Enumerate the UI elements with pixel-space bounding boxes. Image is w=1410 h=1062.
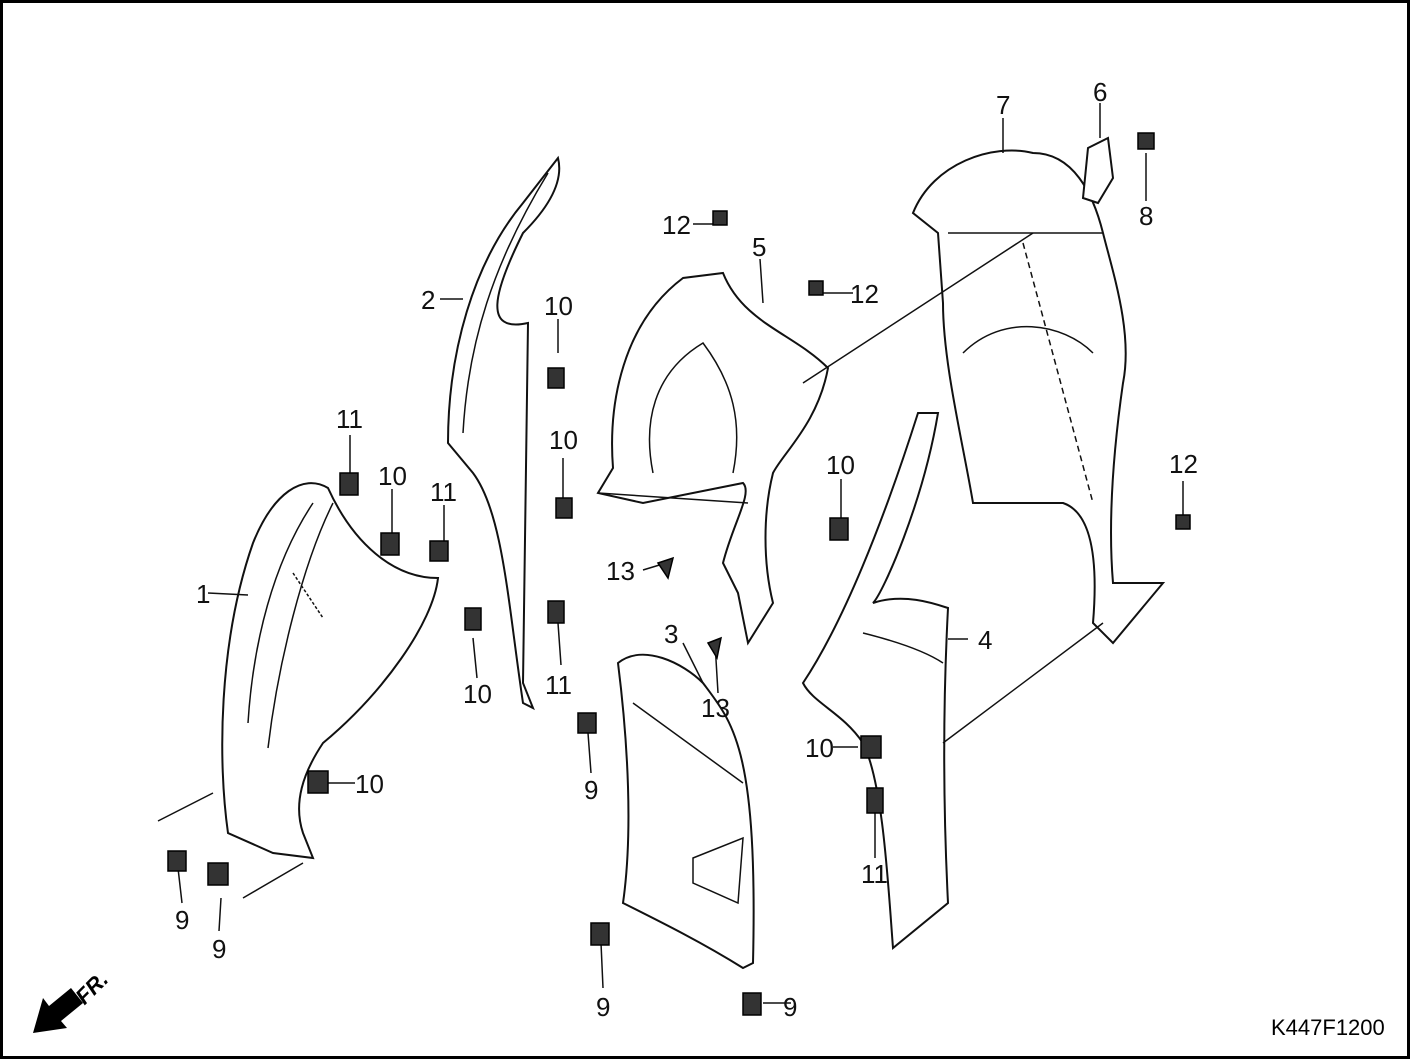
nut-10-icon: [547, 367, 565, 389]
callout-9: 9: [596, 992, 610, 1022]
part-6-bracket: [1081, 136, 1115, 205]
part-7-upper-cowl: [911, 149, 1166, 645]
nut-10-icon: [464, 607, 482, 631]
callout-10: 10: [355, 769, 384, 799]
callout-8: 8: [1139, 201, 1153, 231]
callout-13: 13: [606, 556, 635, 586]
front-direction-marker: FR.: [33, 966, 113, 1033]
callout-1: 1: [196, 579, 210, 609]
callout-9: 9: [783, 992, 797, 1022]
callout-5: 5: [752, 232, 766, 262]
callout-13: 13: [701, 693, 730, 723]
callout-10: 10: [378, 461, 407, 491]
callout-12: 12: [662, 210, 691, 240]
callout-11: 11: [861, 859, 888, 889]
callout-3: 3: [664, 619, 678, 649]
clip-11-icon: [866, 787, 884, 814]
part-5-inner-box: [596, 271, 830, 646]
callout-10: 10: [544, 291, 573, 321]
callout-10: 10: [463, 679, 492, 709]
callout-6: 6: [1093, 77, 1107, 107]
fasteners: [167, 132, 1191, 1016]
rivet-9-icon: [167, 850, 187, 872]
bolt-12-icon: [712, 210, 728, 226]
callout-11: 11: [545, 670, 572, 700]
callout-12: 12: [1169, 449, 1198, 479]
callout-10: 10: [826, 450, 855, 480]
rivet-9-icon: [590, 922, 610, 946]
callout-11: 11: [336, 404, 363, 434]
callout-labels: 1 2 3 4 5 6 7 8 9 9 9 9 9 10 10 10 10 10…: [175, 77, 1198, 1022]
part-3-lower-panel: [616, 653, 755, 970]
part-1-left-cover: [221, 482, 440, 860]
callout-10: 10: [549, 425, 578, 455]
callout-12: 12: [850, 279, 879, 309]
nut-10-icon: [829, 517, 849, 541]
rivet-9-icon: [742, 992, 762, 1016]
bolt-12-icon: [1175, 514, 1191, 530]
front-arrow-icon: [33, 988, 83, 1033]
clip-11-icon: [339, 472, 359, 496]
nut-10-icon: [307, 770, 329, 794]
rivet-9-icon: [207, 862, 229, 886]
nut-10-icon: [860, 735, 882, 759]
nut-10-icon: [380, 532, 400, 556]
callout-9: 9: [584, 775, 598, 805]
bolt-12-icon: [808, 280, 824, 296]
callout-9: 9: [212, 934, 226, 964]
callout-2: 2: [421, 285, 435, 315]
nut-10-icon: [555, 497, 573, 519]
leader-lines: [157, 103, 1184, 1004]
callout-11: 11: [430, 477, 457, 507]
callout-10: 10: [805, 733, 834, 763]
bolt-8-icon: [1137, 132, 1155, 150]
callout-7: 7: [996, 90, 1010, 120]
drawing-code: K447F1200: [1271, 1015, 1385, 1040]
clip-11-icon: [547, 600, 565, 624]
screw-13-icon: [706, 636, 723, 661]
screw-13-icon: [656, 556, 675, 580]
rivet-9-icon: [577, 712, 597, 734]
parts-diagram: 1 2 3 4 5 6 7 8 9 9 9 9 9 10 10 10 10 10…: [33, 77, 1385, 1040]
part-4-side-cover: [801, 412, 950, 950]
clip-11-icon: [429, 540, 449, 562]
part-2-inner-panel: [446, 155, 561, 711]
callout-4: 4: [978, 625, 992, 655]
callout-9: 9: [175, 905, 189, 935]
